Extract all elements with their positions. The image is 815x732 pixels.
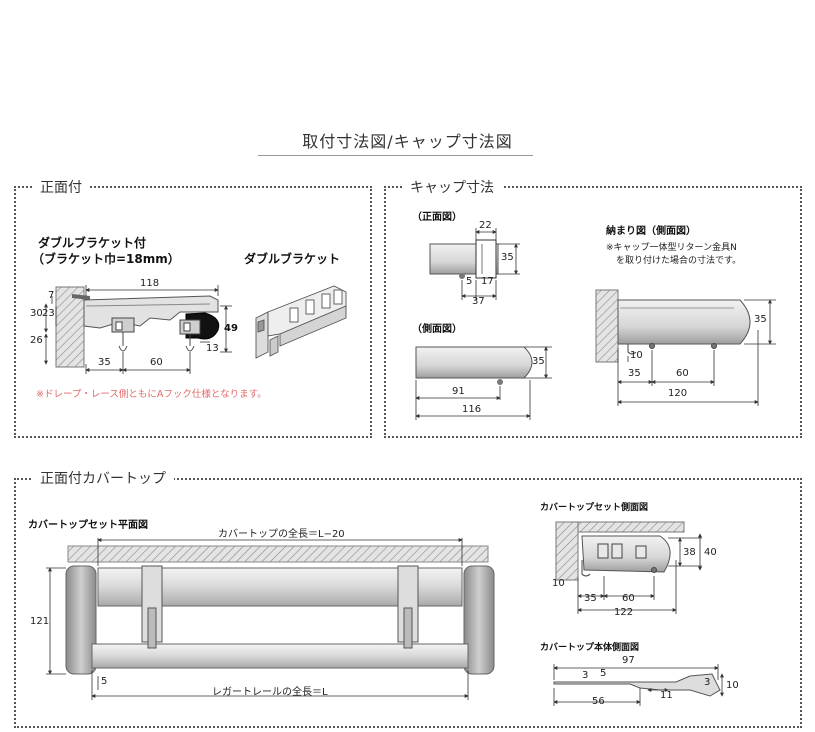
cap-side-dim-35: 35 xyxy=(532,356,545,367)
left-end-cap xyxy=(65,565,97,675)
page-title: 取付寸法図/キャップ寸法図 xyxy=(302,132,513,151)
installed-hooks xyxy=(627,343,717,355)
double-bracket-label-2: （ブラケット巾=18mm） xyxy=(32,252,180,266)
cover-side-profile xyxy=(581,535,671,573)
double-bracket-sketch xyxy=(255,285,347,359)
set-side-dim-40: 40 xyxy=(704,547,717,558)
installed-cap xyxy=(617,299,751,345)
hook-note: ※ドレープ・レース側ともにAフック仕様となります。 xyxy=(36,389,267,400)
side-view-label: （側面図） xyxy=(412,324,462,335)
installed-dim-35: 35 xyxy=(628,368,641,379)
installed-note-2: を取り付けた場合の寸法です。 xyxy=(616,256,742,266)
cover-total-length: カバートップの全長＝L−20 xyxy=(218,529,345,540)
set-side-dim-38: 38 xyxy=(683,547,696,558)
cover-body-profile xyxy=(553,673,721,697)
front-mount-title: 正面付 xyxy=(32,177,90,197)
set-side-dim-122: 122 xyxy=(614,607,634,618)
body-side-label: カバートップ本体側面図 xyxy=(540,643,640,653)
front-view-label: （正面図） xyxy=(412,212,462,223)
body-side-dim-11: 11 xyxy=(660,690,673,701)
installed-note-1: ※キャップ一体型リターン金具N xyxy=(606,243,737,253)
body-side-dim-56: 56 xyxy=(592,696,605,707)
set-side-dim-35: 35 xyxy=(584,593,597,604)
dim-13: 13 xyxy=(206,343,219,354)
plan-brackets xyxy=(141,565,419,649)
double-bracket-label-1: ダブルブラケット付 xyxy=(38,236,147,250)
wall-hatch xyxy=(55,286,85,368)
set-side-dim-60: 60 xyxy=(622,593,635,604)
dim-26: 26 xyxy=(30,335,43,346)
installed-view-label: 納まり図（側面図） xyxy=(606,226,696,237)
installed-dim-120: 120 xyxy=(668,388,688,399)
body-side-dim-97: 97 xyxy=(622,655,635,666)
plan-view-label: カバートップセット平面図 xyxy=(28,520,148,531)
title-underline xyxy=(258,155,533,156)
cover-dim-121: 121 xyxy=(30,616,50,627)
side-wall-hatch xyxy=(555,521,579,581)
cap-front-dim-5: 5 xyxy=(466,276,473,287)
installed-dim-60: 60 xyxy=(676,368,689,379)
cap-front-dim-35: 35 xyxy=(501,252,514,263)
cap-panel xyxy=(384,186,802,438)
dim-30: 30 xyxy=(30,308,43,319)
body-side-dim-3a: 3 xyxy=(582,670,589,681)
installed-dim-10: 10 xyxy=(630,350,643,361)
cap-front-dim-22: 22 xyxy=(479,220,492,231)
cover-dim-5: 5 xyxy=(101,676,108,687)
runner-right xyxy=(179,319,201,352)
body-side-dim-5: 5 xyxy=(600,668,607,679)
side-ceiling-hatch xyxy=(577,521,685,533)
cap-side-dim-116: 116 xyxy=(462,404,482,415)
cover-top-panel xyxy=(14,478,802,728)
runner-left xyxy=(111,317,135,352)
dim-60: 60 xyxy=(150,357,163,368)
body-side-dim-3b: 3 xyxy=(704,677,711,688)
dim-23: 23 xyxy=(42,308,55,319)
right-end-cap xyxy=(463,565,495,675)
cap-title: キャップ寸法 xyxy=(402,177,502,197)
cap-front-block xyxy=(475,239,497,279)
screw xyxy=(72,294,90,300)
dim-7: 7 xyxy=(48,290,55,301)
installed-dim-35v: 35 xyxy=(754,314,767,325)
body-side-dim-10: 10 xyxy=(726,680,739,691)
set-side-dim-10: 10 xyxy=(552,578,565,589)
front-mount-panel xyxy=(14,186,372,438)
cap-front-dim-17: 17 xyxy=(481,276,494,287)
cover-top-title: 正面付カバートップ xyxy=(32,468,174,488)
cap-front-dim-37: 37 xyxy=(472,296,485,307)
cap-side-dim-91: 91 xyxy=(452,386,465,397)
dim-49: 49 xyxy=(224,323,238,334)
dim-118: 118 xyxy=(140,278,160,289)
dim-35: 35 xyxy=(98,357,111,368)
set-side-label: カバートップセット側面図 xyxy=(540,503,649,513)
rail-total-length: レガートレールの全長＝L xyxy=(212,687,328,698)
ceiling-hatch xyxy=(67,545,489,563)
bracket-product-label: ダブルブラケット xyxy=(244,252,341,266)
